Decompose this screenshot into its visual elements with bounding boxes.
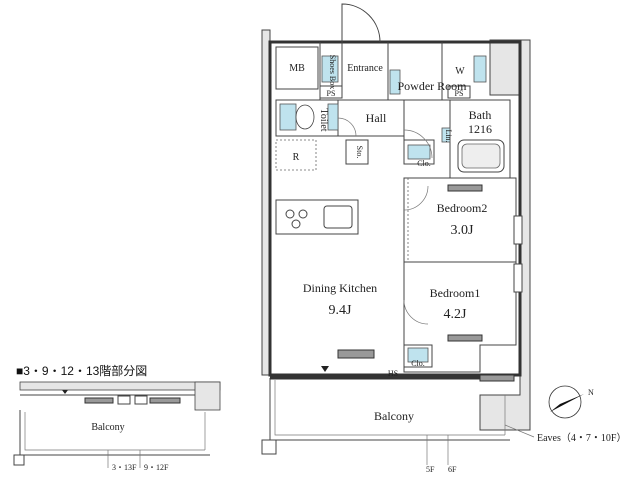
balcony (261, 376, 510, 455)
inset-balcony-label: Balcony (91, 422, 124, 433)
label-powder-room: Powder Room (398, 79, 468, 93)
powder-sink (389, 69, 401, 95)
shoes-box-fixture (321, 55, 339, 83)
notes: 5F 6F Eaves（4・7・10F） (426, 424, 626, 474)
windows (321, 184, 523, 382)
label-clo-1: Clo. (417, 159, 431, 168)
label-ps-1: PS (327, 89, 336, 98)
inset-3-13f: 3・13F (112, 463, 137, 472)
label-toilet: Toilet (318, 108, 329, 131)
label-bath: Bath (469, 108, 492, 122)
inset-title: ■3・9・12・13階部分図 (16, 363, 147, 378)
label-dining-kitchen-size: 9.4J (329, 303, 353, 318)
label-mb: MB (289, 63, 305, 74)
washer-fixture (473, 55, 487, 83)
compass-icon: N (548, 385, 594, 419)
doors (337, 3, 433, 325)
unit-walls (268, 40, 522, 377)
label-5f: 5F (426, 465, 435, 474)
inset-plan: ■3・9・12・13階部分図 Balcony 3・13F 9・12F (13, 363, 221, 472)
fixtures (279, 55, 505, 363)
label-bedroom1: Bedroom1 (430, 286, 481, 300)
compass-north: N (588, 388, 594, 397)
entrance-door (341, 3, 381, 43)
label-eaves: Eaves（4・7・10F） (537, 432, 626, 444)
label-ps-2: PS (455, 89, 464, 98)
label-lin: Lin. (444, 129, 453, 142)
label-dining-kitchen: Dining Kitchen (303, 281, 377, 295)
label-hs: HS (388, 369, 398, 378)
label-bedroom1-size: 4.2J (444, 307, 468, 322)
label-bedroom2: Bedroom2 (437, 201, 488, 215)
label-r: R (293, 152, 300, 163)
label-entrance: Entrance (347, 63, 383, 74)
label-shoes-box: Shoes Box (328, 55, 337, 89)
label-hall: Hall (366, 111, 387, 125)
label-w: W (455, 66, 465, 77)
room-labels: MB Shoes Box Entrance Powder Room W PS P… (289, 55, 492, 423)
label-6f: 6F (448, 465, 457, 474)
toilet-bowl (295, 104, 315, 130)
label-bath-size: 1216 (468, 122, 492, 136)
label-sto: Sto. (355, 146, 364, 159)
label-bedroom2-size: 3.0J (451, 223, 475, 238)
toilet-fixture (279, 103, 297, 131)
inset-9-12f: 9・12F (144, 463, 169, 472)
label-clo-2: Clo. (411, 359, 425, 368)
label-balcony: Balcony (374, 409, 414, 423)
